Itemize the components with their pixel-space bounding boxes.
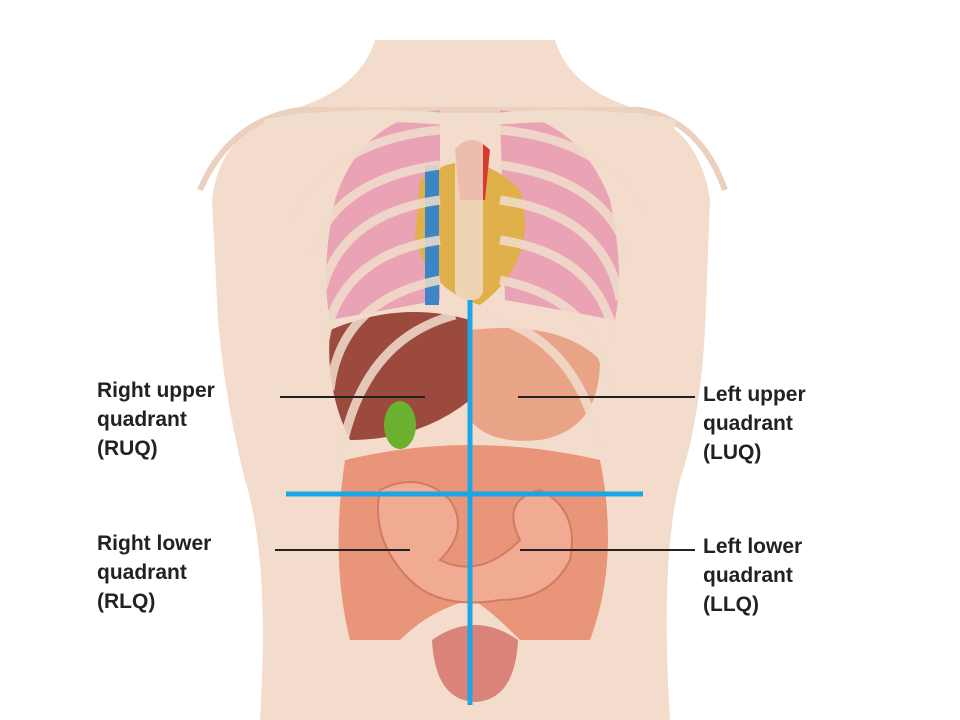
llq-label-line3: (LLQ) [703,593,759,616]
rlq-label-line2: quadrant [97,561,187,584]
ruq-label-line3: (RUQ) [97,437,158,460]
rib-cage [285,125,655,461]
stomach [470,328,600,441]
luq-label-line2: quadrant [703,412,793,435]
luq-label: Left upper quadrant (LUQ) [703,380,806,467]
ruq-label-line1: Right upper [97,379,215,402]
sternum [455,120,483,300]
ruq-label-line2: quadrant [97,408,187,431]
llq-label-line1: Left lower [703,535,803,558]
rlq-label-line3: (RLQ) [97,590,156,613]
llq-label: Left lower quadrant (LLQ) [703,532,802,619]
rlq-label-line1: Right lower [97,532,212,555]
luq-label-line3: (LUQ) [703,441,762,464]
liver [329,312,470,440]
shoulders [197,107,728,192]
clavicles [264,110,676,131]
llq-label-line2: quadrant [703,564,793,587]
ruq-label: Right upper quadrant (RUQ) [97,376,215,463]
bladder [432,625,518,702]
luq-label-line1: Left upper [703,383,806,406]
rlq-label: Right lower quadrant (RLQ) [97,529,211,616]
gallbladder [384,401,416,449]
